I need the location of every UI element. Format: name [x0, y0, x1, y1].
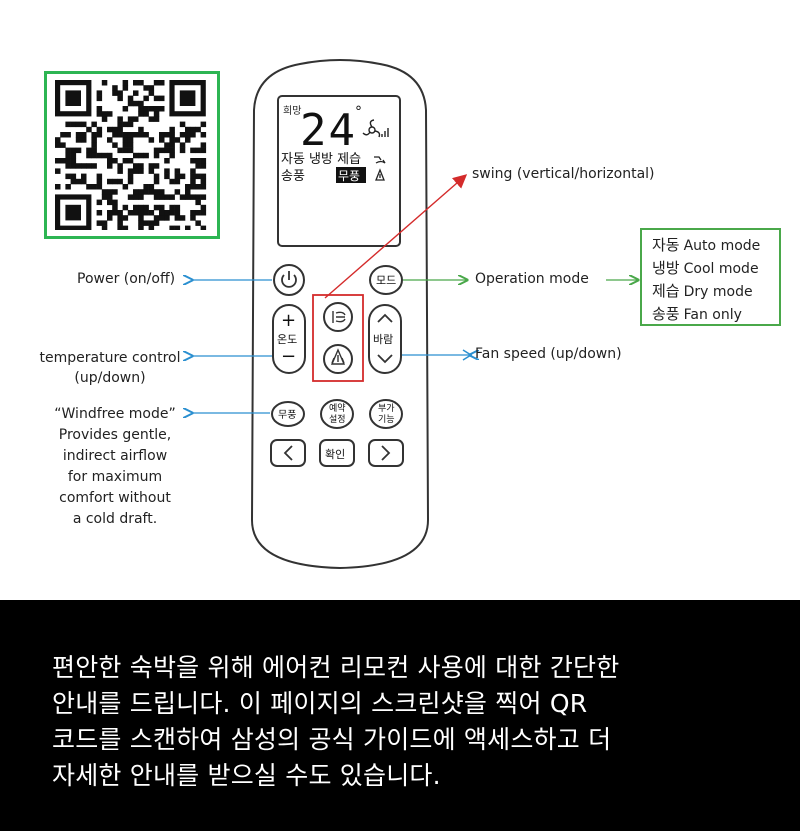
- swing-arrow: [324, 174, 468, 299]
- temp-label-line1: temperature control: [39, 350, 181, 366]
- display-hope-label: 희망: [283, 105, 301, 117]
- windfree-desc-line: comfort without: [59, 490, 171, 506]
- left-button[interactable]: [270, 439, 306, 467]
- windfree-icon: [330, 348, 346, 365]
- windfree-description: “Windfree mode” Provides gentle, indirect …: [40, 404, 190, 530]
- swing-icon: [332, 311, 346, 323]
- windfree-button[interactable]: 무풍: [271, 401, 305, 427]
- right-button[interactable]: [368, 439, 404, 467]
- display-fan-label: 송풍: [281, 169, 305, 184]
- mode-english: Cool mode: [683, 261, 759, 277]
- remote-diagram: 희망 24 ° 자동 냉방 제습 송풍 무풍 모드 +: [0, 59, 800, 570]
- windfree-desc-line: Provides gentle,: [58, 427, 172, 443]
- mode-button[interactable]: 모드: [369, 265, 403, 295]
- qr-code: [55, 80, 207, 230]
- fan-speed-label: Fan speed (up/down): [475, 346, 622, 362]
- mode-korean: 자동: [652, 236, 680, 254]
- temp-plus-label: +: [281, 310, 296, 331]
- display-windfree-highlight: [336, 167, 366, 183]
- confirm-label: 확인: [325, 448, 345, 461]
- extra-function-button[interactable]: 부가 기능: [369, 399, 403, 429]
- reserve-button[interactable]: 예약 설정: [320, 399, 354, 429]
- temp-label: 온도: [277, 333, 297, 346]
- mode-button-label: 모드: [376, 274, 396, 287]
- fan-speed-arrowhead: [462, 349, 473, 361]
- display-degree: °: [355, 104, 362, 120]
- display-temperature: 24: [300, 105, 357, 156]
- notice-line: 편안한 숙박을 위해 에어컨 리모컨 사용에 대한 간단한: [52, 653, 620, 682]
- windfree-desc-line: a cold draft.: [72, 511, 158, 527]
- display-windfree-label: 무풍: [338, 169, 360, 183]
- mode-korean: 송풍: [652, 305, 680, 323]
- fan-speed-rocker[interactable]: 바람: [368, 304, 402, 374]
- power-label: Power (on/off): [77, 271, 176, 287]
- swing-button[interactable]: [323, 302, 353, 332]
- temp-minus-label: −: [281, 346, 296, 367]
- operation-mode-label: Operation mode: [475, 271, 589, 287]
- notice-line: 코드를 스캔하여 삼성의 공식 가이드에 액세스하고 더: [52, 725, 612, 754]
- extra-label-2: 기능: [378, 414, 395, 425]
- mode-korean: 냉방: [652, 259, 680, 277]
- reserve-label-1: 예약: [329, 402, 346, 414]
- swing-highlight-box: [312, 294, 364, 382]
- display-windfree-icon: [375, 168, 385, 181]
- mode-korean: 제습: [652, 282, 680, 300]
- mode-english: Auto mode: [683, 238, 761, 254]
- mode-english: Dry mode: [683, 284, 753, 300]
- extra-label-1: 부가: [378, 403, 395, 414]
- fan-signal-icon: [362, 119, 389, 138]
- chevron-left-icon: [283, 445, 293, 461]
- windfree-center-button[interactable]: [323, 344, 353, 374]
- confirm-button[interactable]: 확인: [319, 439, 355, 467]
- temperature-rocker[interactable]: + 온도 −: [272, 304, 306, 374]
- qr-code-frame[interactable]: [44, 71, 220, 239]
- mode-english: Fan only: [683, 307, 742, 323]
- temperature-control-label: temperature control (up/down): [30, 348, 190, 388]
- display-swing-icon: [374, 156, 386, 164]
- swing-label: swing (vertical/horizontal): [472, 166, 655, 182]
- windfree-desc-line: “Windfree mode”: [54, 406, 176, 422]
- notice-line: 안내를 드립니다. 이 페이지의 스크린샷을 찍어 QR: [52, 689, 588, 718]
- notice-line: 자세한 안내를 받으실 수도 있습니다.: [52, 761, 441, 790]
- display-modes-line: 자동 냉방 제습: [281, 152, 361, 167]
- windfree-desc-line: indirect airflow: [62, 448, 168, 464]
- fan-down-icon: [377, 354, 393, 364]
- remote-illustration: 희망 24 ° 자동 냉방 제습 송풍 무풍 모드 +: [0, 59, 800, 570]
- windfree-button-label: 무풍: [278, 409, 296, 421]
- power-button[interactable]: [273, 264, 305, 296]
- windfree-desc-line: for maximum: [67, 469, 163, 485]
- fan-label: 바람: [373, 333, 393, 346]
- fan-up-icon: [377, 313, 393, 323]
- reserve-label-2: 설정: [329, 414, 346, 425]
- chevron-right-icon: [381, 445, 391, 461]
- temp-label-line2: (up/down): [74, 370, 146, 386]
